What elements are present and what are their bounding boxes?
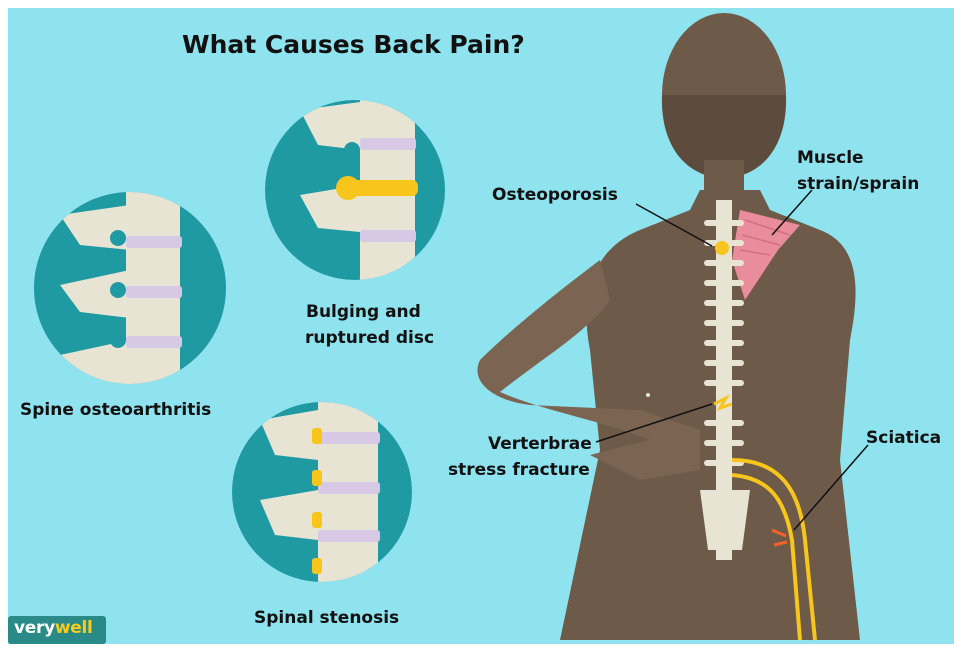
label-muscle-line2: strain/sprain — [797, 174, 919, 195]
label-verterbrae-line2: stress fracture — [448, 460, 590, 481]
label-sciatica: Sciatica — [866, 428, 941, 449]
label-spine-osteoarthritis: Spine osteoarthritis — [20, 400, 211, 421]
label-bulging-line1: Bulging and — [306, 302, 421, 323]
label-verterbrae-line1: Verterbrae — [488, 434, 592, 455]
verywell-logo: verywell — [8, 616, 106, 644]
osteoporosis-highlight — [715, 241, 729, 255]
label-osteoporosis: Osteoporosis — [492, 185, 618, 206]
label-muscle-line1: Muscle — [797, 148, 864, 169]
label-spinal-stenosis: Spinal stenosis — [254, 608, 399, 629]
label-bulging-line2: ruptured disc — [305, 328, 434, 349]
diagram-title: What Causes Back Pain? — [182, 30, 525, 59]
